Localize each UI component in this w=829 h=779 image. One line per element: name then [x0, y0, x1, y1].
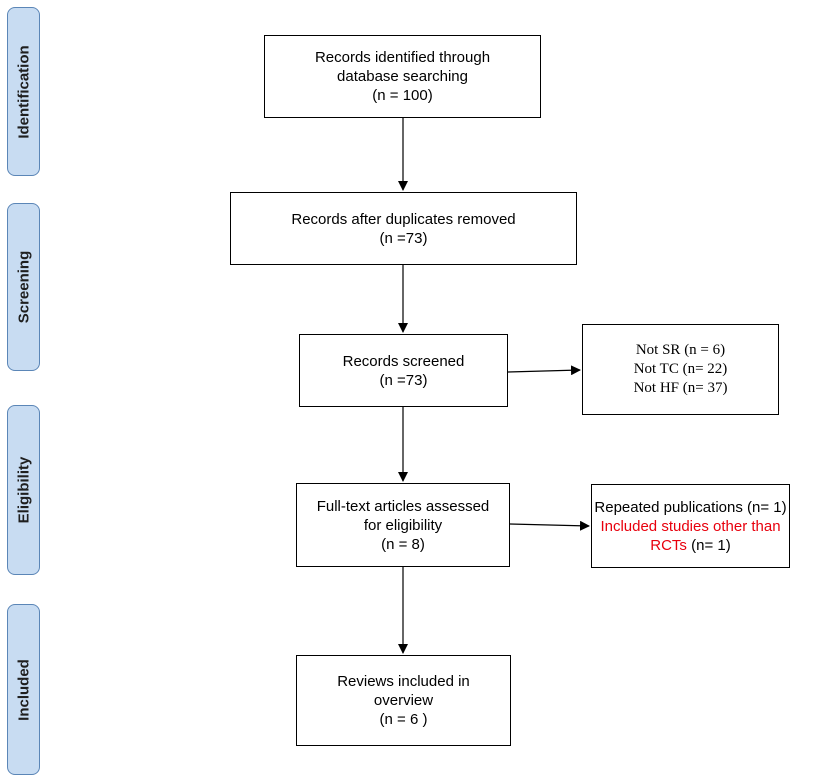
box-line: (n =73)	[379, 229, 428, 247]
box-line: Full-text articles assessed	[316, 497, 490, 515]
box-after-duplicates: Records after duplicates removed (n =73)	[230, 192, 577, 265]
box-line: Not TC (n= 22)	[633, 361, 728, 377]
box-excluded-screening: Not SR (n = 6) Not TC (n= 22) Not HF (n=…	[582, 324, 779, 415]
arrow-screened-to-excluded	[507, 365, 581, 376]
box-line: Not SR (n = 6)	[635, 342, 726, 358]
box-fulltext-assessed: Full-text articles assessed for eligibil…	[296, 483, 510, 567]
phase-label: Identification	[15, 44, 32, 139]
phase-included: Included	[7, 604, 40, 775]
box-line-highlighted: Included studies other than	[600, 517, 781, 535]
count-text: (n= 1)	[686, 536, 731, 554]
box-line: Records identified through	[314, 49, 491, 66]
box-reviews-included: Reviews included in overview (n = 6 )	[296, 655, 511, 746]
box-line: for eligibility	[363, 516, 443, 534]
box-line: (n =73)	[379, 371, 428, 389]
box-line: Reviews included in	[337, 673, 470, 690]
box-line: (n = 100)	[372, 87, 433, 104]
box-line: Records screened	[342, 352, 465, 370]
phase-screening: Screening	[7, 203, 40, 371]
box-line: Records after duplicates removed	[291, 210, 516, 228]
phase-label: Included	[15, 658, 32, 721]
box-line: RCTs (n= 1)	[650, 536, 730, 555]
box-line: Not HF (n= 37)	[633, 380, 728, 396]
phase-identification: Identification	[7, 7, 40, 176]
box-line: overview	[373, 692, 434, 709]
phase-label: Screening	[15, 250, 32, 324]
box-records-screened: Records screened (n =73)	[299, 334, 508, 407]
highlighted-text: RCTs	[650, 536, 687, 554]
box-line: Repeated publications (n= 1)	[594, 498, 787, 516]
box-line: (n = 6 )	[379, 711, 428, 728]
phase-label: Eligibility	[15, 456, 32, 524]
box-line: database searching	[337, 68, 468, 85]
box-excluded-fulltext: Repeated publications (n= 1) Included st…	[591, 484, 790, 568]
box-records-identified: Records identified through database sear…	[264, 35, 541, 118]
phase-eligibility: Eligibility	[7, 405, 40, 575]
box-line: (n = 8)	[381, 535, 425, 553]
arrow-fulltext-to-excluded	[509, 520, 590, 531]
